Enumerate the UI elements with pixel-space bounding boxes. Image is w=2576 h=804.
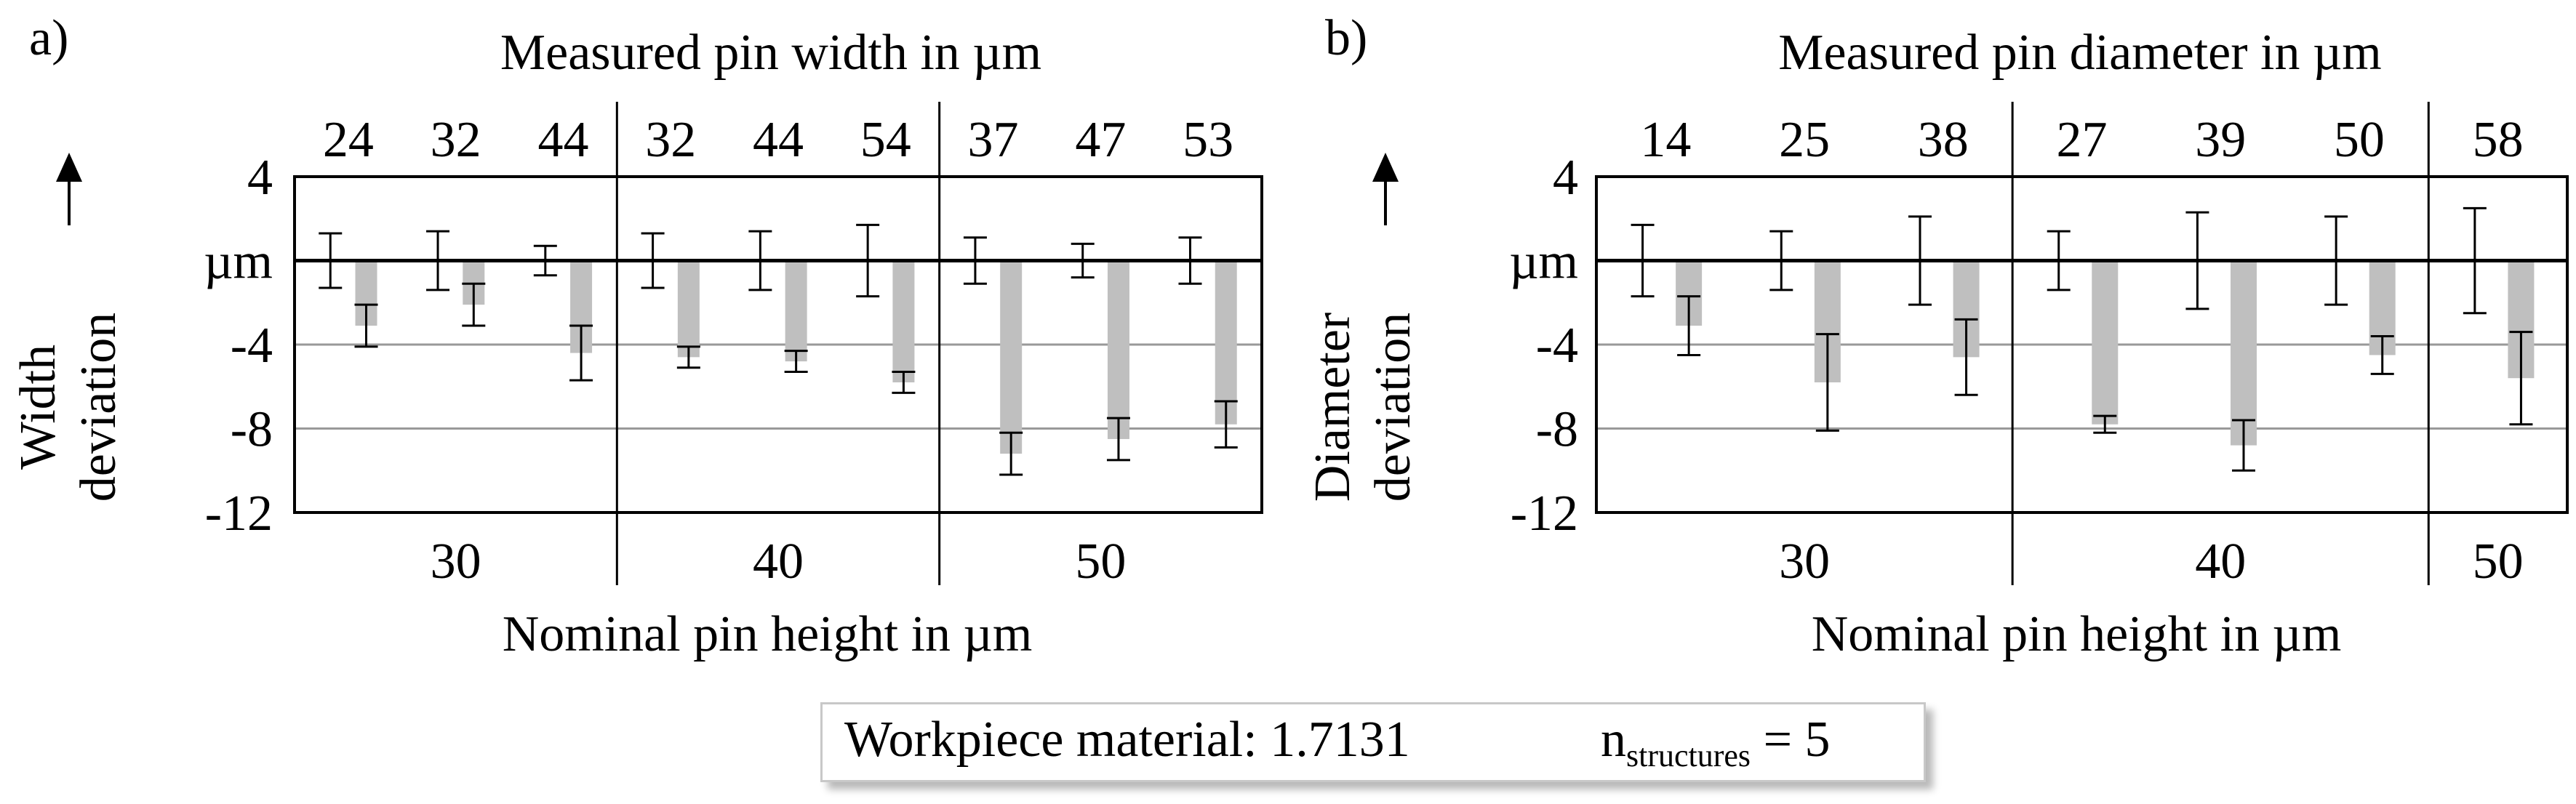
legend-material: Workpiece material: 1.7131	[844, 712, 1410, 768]
y-tick-label: 4	[247, 150, 273, 206]
group-label: 40	[2195, 534, 2246, 590]
y-tick-label: -8	[1536, 402, 1578, 458]
plot-frame	[293, 175, 1263, 514]
width-tick-label: 24	[323, 112, 374, 168]
y-tick-label: µm	[1509, 234, 1578, 290]
y-tick-label: -4	[1536, 318, 1578, 374]
y-axis-title-line: Width	[10, 345, 66, 470]
group-label: 50	[1075, 534, 1126, 590]
y-tick-label: -12	[205, 486, 273, 542]
y-axis-title-line: deviation	[1365, 313, 1421, 502]
width-tick-label: 58	[2473, 112, 2524, 168]
width-tick-label: 39	[2195, 112, 2246, 168]
width-tick-label: 50	[2334, 112, 2385, 168]
group-label: 40	[753, 534, 804, 590]
y-axis-title-line: deviation	[71, 313, 127, 502]
chart-panel-b: b) Measured pin diameter in µm 30 14 25 38 40 2…	[1305, 10, 2569, 662]
group-label: 30	[1779, 534, 1830, 590]
legend-n-value: = 5	[1763, 712, 1831, 768]
y-arrow-head	[56, 153, 82, 182]
bar	[677, 260, 700, 358]
width-tick-label: 14	[1640, 112, 1691, 168]
width-tick-label: 44	[753, 112, 804, 168]
group-label: 30	[431, 534, 481, 590]
width-tick-label: 27	[2057, 112, 2108, 168]
panel-label: b)	[1325, 10, 1367, 66]
width-tick-label: 32	[431, 112, 481, 168]
y-tick-label: -12	[1511, 486, 1578, 542]
width-tick-label: 37	[968, 112, 1019, 168]
legend-n-sub: structures	[1626, 738, 1751, 773]
y-tick-label: µm	[204, 234, 273, 290]
group-label: 50	[2473, 534, 2524, 590]
width-tick-label: 54	[860, 112, 911, 168]
plot-frame	[1595, 175, 2569, 514]
y-axis-title-line: Diameter	[1305, 313, 1361, 502]
width-tick-label: 47	[1075, 112, 1126, 168]
width-tick-label: 53	[1183, 112, 1233, 168]
width-tick-label: 38	[1918, 112, 1969, 168]
bar	[892, 260, 915, 382]
y-arrow-head	[1372, 153, 1399, 182]
y-tick-label: -8	[231, 402, 273, 458]
x-axis-title: Nominal pin height in µm	[503, 606, 1033, 662]
bar	[2092, 260, 2119, 425]
width-tick-label: 44	[537, 112, 588, 168]
width-tick-label: 25	[1779, 112, 1830, 168]
bar	[2231, 260, 2257, 446]
bar	[1215, 260, 1237, 425]
legend-n-structures: nstructures = 5	[1601, 700, 1831, 796]
top-axis-title: Measured pin diameter in µm	[1778, 25, 2382, 81]
legend-box: Workpiece material: 1.7131 nstructures =…	[820, 702, 1926, 782]
y-tick-label: 4	[1553, 150, 1578, 206]
x-axis-title: Nominal pin height in µm	[1812, 606, 2342, 662]
panel-label: a)	[29, 10, 68, 66]
y-tick-label: -4	[231, 318, 273, 374]
width-tick-label: 32	[645, 112, 696, 168]
bar	[1000, 260, 1023, 454]
legend-n-main: n	[1601, 712, 1626, 768]
top-axis-title: Measured pin width in µm	[500, 25, 1041, 81]
bar	[1107, 260, 1129, 439]
bar	[785, 260, 807, 362]
